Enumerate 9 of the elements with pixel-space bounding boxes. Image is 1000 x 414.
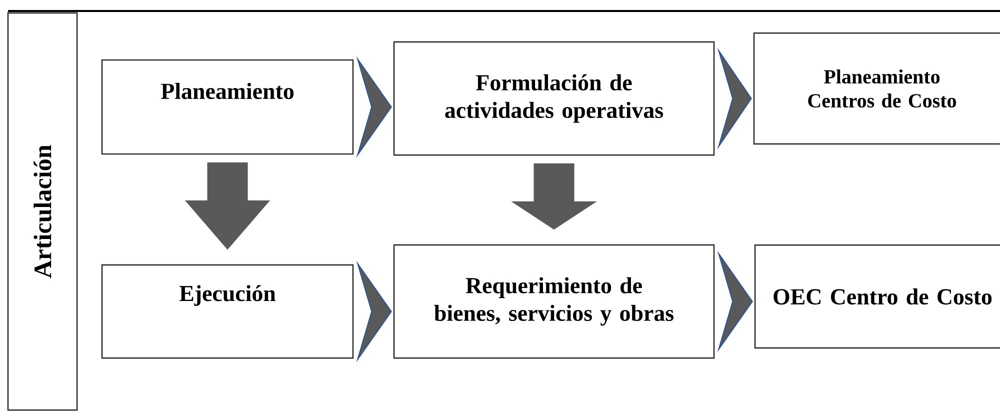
process-box: Ejecución <box>101 264 354 359</box>
block-arrow <box>184 162 270 250</box>
process-box: Planeamiento <box>101 59 354 155</box>
process-box: Formulación de actividades operativas <box>393 41 715 156</box>
process-box: OEC Centro de Costo <box>754 244 1000 349</box>
side-band: Articulación <box>7 12 78 411</box>
block-arrow <box>511 163 597 230</box>
process-box: Requerimiento de bienes, servicios y obras <box>393 244 715 359</box>
process-box: Planeamiento Centros de Costo <box>753 32 1000 145</box>
